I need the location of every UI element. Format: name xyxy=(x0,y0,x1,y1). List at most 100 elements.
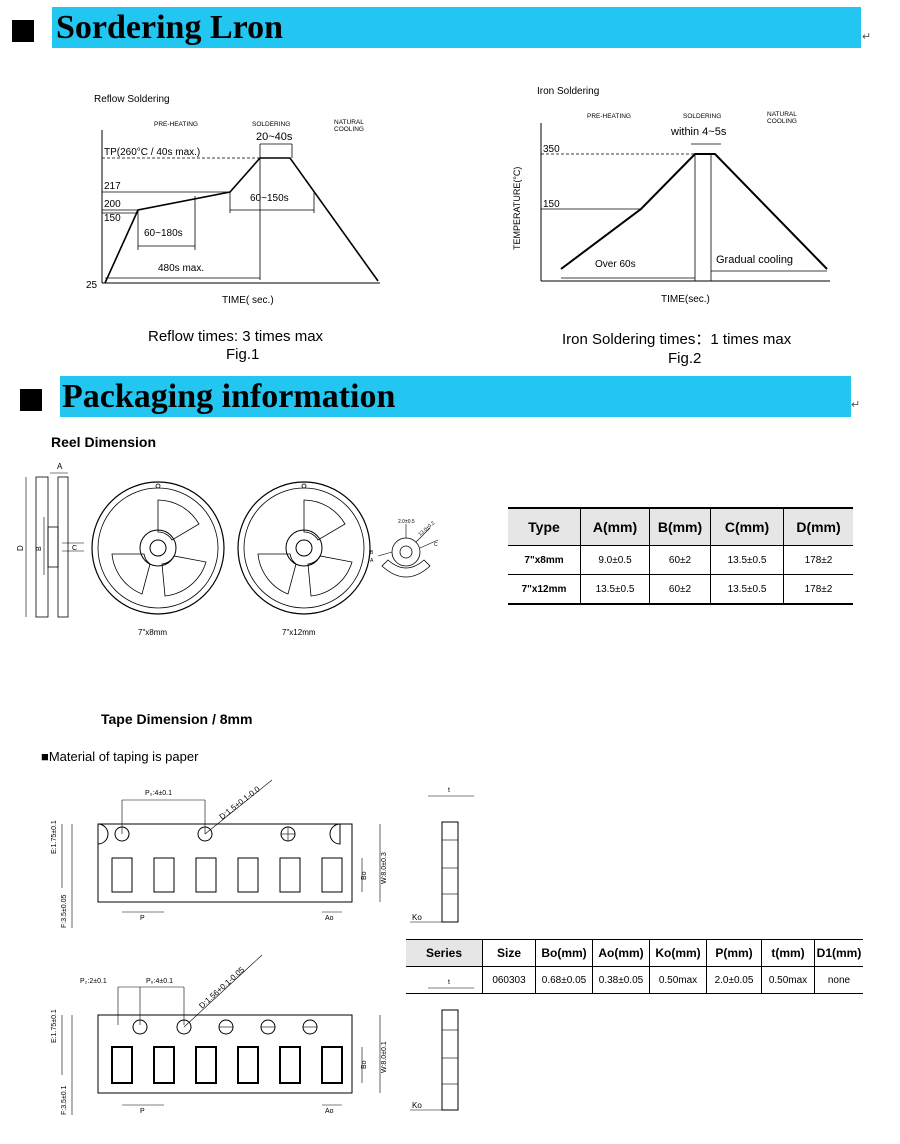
reel-label-12mm: 7"x12mm xyxy=(282,628,316,637)
iron-title: Iron Soldering xyxy=(537,86,599,97)
section-bullet xyxy=(20,389,42,411)
reflow-preheat-time: 60~180s xyxy=(144,228,183,239)
tape1-bo: Bo xyxy=(361,871,368,880)
reel-cell-d: 178±2 xyxy=(804,583,833,595)
tape-th-ko: Ko(mm) xyxy=(649,939,707,967)
table-row: 060303 0.68±0.05 0.38±0.05 0.50max 2.0±0… xyxy=(406,966,863,994)
tape-cell-ko: 0.50max xyxy=(649,966,707,994)
iron-zone-soldering: SOLDERING xyxy=(683,113,721,120)
reel-th-b: B(mm) xyxy=(649,508,711,546)
reflow-caption: Reflow times: 3 times max xyxy=(148,328,324,345)
tape2-ao: Ao xyxy=(325,1108,334,1115)
reel-cell-a: 13.5±0.5 xyxy=(580,574,650,604)
tape2-p0: P₀:4±0.1 xyxy=(146,978,173,985)
iron-zone-preheat: PRE-HEATING xyxy=(587,113,631,120)
tape-th-series: Series xyxy=(406,939,483,967)
reel-table: Type A(mm) B(mm) C(mm) D(mm) 7"x8mm 9.0±… xyxy=(508,507,853,605)
reel-cell-b: 60±2 xyxy=(649,574,711,604)
tape-table-header: Series Size Bo(mm) Ao(mm) Ko(mm) P(mm) t… xyxy=(406,939,863,967)
iron-tick-150: 150 xyxy=(543,199,560,210)
reel-th-type: Type xyxy=(508,508,581,546)
reel-cell-a: 9.0±0.5 xyxy=(580,545,650,575)
tape2-f: F:3.5±0.1 xyxy=(61,1085,68,1115)
tape1-ao: Ao xyxy=(325,915,334,922)
section-header-bar xyxy=(52,7,861,48)
tape2-side-ko: Ko xyxy=(412,1101,422,1110)
reel-th-c: C(mm) xyxy=(710,508,784,546)
return-mark: ↵ xyxy=(862,31,872,43)
reflow-solder-time: 60~150s xyxy=(250,193,289,204)
iron-caption: Iron Soldering times：1 times max xyxy=(562,331,792,348)
section-bullet xyxy=(12,20,34,42)
tape-cell-t: 0.50max xyxy=(761,966,815,994)
reel-label-d: D xyxy=(16,545,25,551)
tape-th-t: t(mm) xyxy=(761,939,815,967)
reflow-zone-cooling: COOLING xyxy=(334,126,364,133)
iron-t-top: within 4~5s xyxy=(670,126,727,138)
tape2-w: W:8.0±0.1 xyxy=(381,1041,388,1073)
reel-cell-type: 7"x8mm xyxy=(508,545,581,575)
tape-th-size: Size xyxy=(482,939,536,967)
reflow-tp-label: TP(260°C / 40s max.) xyxy=(104,147,200,158)
iron-tick-350: 350 xyxy=(543,144,560,155)
hub-label-5: A xyxy=(370,558,374,564)
tape-th-p: P(mm) xyxy=(706,939,762,967)
reel-cell-type: 7"x12mm xyxy=(508,574,581,604)
reflow-tick-150: 150 xyxy=(104,213,121,224)
tape1-f: F:3.5±0.05 xyxy=(61,894,68,928)
reflow-chart: Reflow Soldering PRE-HEATING SOLDERING N… xyxy=(86,94,380,306)
tape-cell-p: 2.0±0.05 xyxy=(706,966,762,994)
tape2-e: E:1.75±0.1 xyxy=(51,1009,58,1043)
reel-front-view-12mm: 7"x12mm xyxy=(237,481,371,637)
reel-th-a: A(mm) xyxy=(580,508,650,546)
hub-label-1: 2.0±0.5 xyxy=(398,519,415,525)
reel-label-8mm: 7"x8mm xyxy=(138,628,167,637)
reflow-t-top: 20~40s xyxy=(256,131,293,143)
reel-cell-b: 60±2 xyxy=(649,545,711,575)
iron-x-axis: TIME(sec.) xyxy=(661,294,710,305)
tape2-p: P xyxy=(140,1108,145,1115)
reflow-zone-preheat: PRE-HEATING xyxy=(154,121,198,128)
tape2-side-t: t xyxy=(448,979,450,986)
tape-cell-size: 060303 xyxy=(482,966,536,994)
tape2-p2: P₂:2±0.1 xyxy=(80,978,107,985)
reflow-zone-soldering: SOLDERING xyxy=(252,121,290,128)
tape1-side-ko: Ko xyxy=(412,913,422,922)
reflow-x-axis: TIME( sec.) xyxy=(222,295,274,306)
hub-label-2: 13.0±0.2 xyxy=(417,520,436,537)
reel-cell-c: 13.5±0.5 xyxy=(710,574,784,604)
tape2-bo: Bo xyxy=(361,1060,368,1069)
iron-zone-natural: NATURAL xyxy=(767,111,797,118)
tape1-e: E:1.75±0.1 xyxy=(51,820,58,854)
reflow-tick-200: 200 xyxy=(104,199,121,210)
return-mark: ↵ xyxy=(851,399,861,411)
iron-chart: Iron Soldering PRE-HEATING SOLDERING NAT… xyxy=(512,86,830,305)
tape-cell-d1: none xyxy=(827,974,851,986)
tape-th-ao: Ao(mm) xyxy=(592,939,650,967)
table-row: 7"x12mm 13.5±0.5 60±2 13.5±0.5 178±2 xyxy=(508,574,853,604)
reflow-fig: Fig.1 xyxy=(226,346,260,363)
reflow-zone-natural: NATURAL xyxy=(334,119,364,126)
reel-side-view: A D B C xyxy=(16,462,84,618)
section-title-packaging: Packaging information xyxy=(62,378,396,415)
reel-label-b: B xyxy=(36,546,43,551)
tape-table: Series Size Bo(mm) Ao(mm) Ko(mm) P(mm) t… xyxy=(406,939,863,994)
reel-hub-detail: 2.0±0.5 13.0±0.2 C B A xyxy=(370,519,439,578)
iron-cooling: Gradual cooling xyxy=(716,254,793,266)
reel-heading: Reel Dimension xyxy=(51,434,157,450)
reflow-total-time: 480s max. xyxy=(158,263,204,274)
tape-th-bo: Bo(mm) xyxy=(535,939,593,967)
tape-th-d1: D1(mm) xyxy=(816,946,862,960)
iron-y-axis: TEMPERATURE(°C) xyxy=(512,167,522,250)
tape2-d-hole: D:1.56+0.1-0.05 xyxy=(197,965,246,1011)
reel-label-c: C xyxy=(72,545,77,552)
section-header-bar xyxy=(60,376,851,417)
reflow-title: Reflow Soldering xyxy=(94,94,170,105)
tape1-side-t: t xyxy=(448,787,450,794)
reel-label-a: A xyxy=(57,462,63,471)
reflow-tick-25: 25 xyxy=(86,280,98,291)
table-row: 7"x8mm 9.0±0.5 60±2 13.5±0.5 178±2 xyxy=(508,545,853,575)
tape-heading: Tape Dimension / 8mm xyxy=(101,711,253,727)
tape1-p0: P₀:4±0.1 xyxy=(145,790,172,797)
tape-diagram-8mm: P₀:4±0.1 D:1.5+0.1-0.0 E:1.75±0.1 F:3.5±… xyxy=(51,779,388,928)
